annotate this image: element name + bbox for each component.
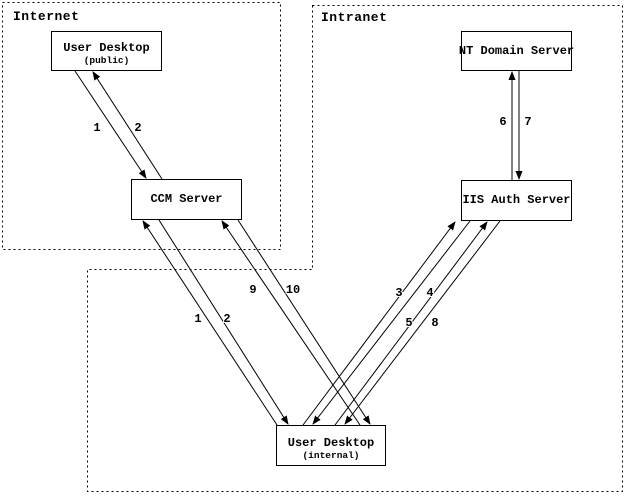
flow-step-label: 8 [431, 316, 438, 330]
flow-step-label: 2 [134, 121, 141, 135]
node-title: User Desktop [63, 41, 150, 55]
node-subtitle: (public) [83, 55, 130, 66]
node-title: NT Domain Server [458, 43, 575, 58]
flow-step-label: 10 [286, 283, 300, 297]
flow-arrow-step-9-user_desktop_internal-to-ccm_server [221, 220, 361, 426]
node-title: CCM Server [150, 192, 223, 206]
node-nt-domain-server: NT Domain Server [458, 31, 575, 71]
node-title: IIS Auth Server [462, 193, 571, 207]
flow-arrow-step-1-user_desktop_public-to-ccm_server [74, 70, 147, 179]
flow-arrow-step-3-user_desktop_internal-to-iis_auth_server [302, 221, 456, 426]
flow-arrow-step-5-user_desktop_internal-to-iis_auth_server [334, 221, 488, 426]
flow-arrow-step-2-ccm_server-to-user_desktop_internal [158, 219, 289, 425]
flow-step-label: 1 [93, 121, 100, 135]
flow-arrow-step-1-user_desktop_internal-to-ccm_server [142, 220, 278, 426]
flow-step-label: 5 [405, 316, 412, 330]
node-user-desktop-internal: User Desktop (internal) [276, 425, 386, 466]
flow-step-label: 6 [499, 115, 506, 129]
flow-step-label: 3 [395, 286, 402, 300]
flow-step-label: 7 [524, 115, 531, 129]
node-user-desktop-public: User Desktop (public) [51, 31, 162, 71]
flow-step-label: 1 [194, 312, 201, 326]
internet-zone-outline [2, 2, 281, 250]
flow-step-label: 9 [249, 283, 256, 297]
flow-step-label: 2 [223, 312, 230, 326]
internet-zone-label: Internet [13, 9, 80, 24]
intranet-zone-label: Intranet [321, 10, 388, 25]
node-title: User Desktop [287, 435, 375, 450]
flow-arrow-step-4-iis_auth_server-to-user_desktop_internal [312, 220, 471, 425]
flow-step-label: 4 [426, 286, 433, 300]
flow-arrow-step-8-iis_auth_server-to-user_desktop_internal [344, 220, 501, 425]
flow-arrow-step-10-ccm_server-to-user_desktop_internal [237, 219, 371, 425]
node-ccm-server: CCM Server [131, 179, 242, 220]
node-iis-auth-server: IIS Auth Server [461, 180, 572, 221]
intranet-zone-outline [87, 5, 623, 492]
flow-arrow-step-2-ccm_server-to-user_desktop_public [92, 71, 163, 180]
node-subtitle: (internal) [302, 449, 360, 461]
